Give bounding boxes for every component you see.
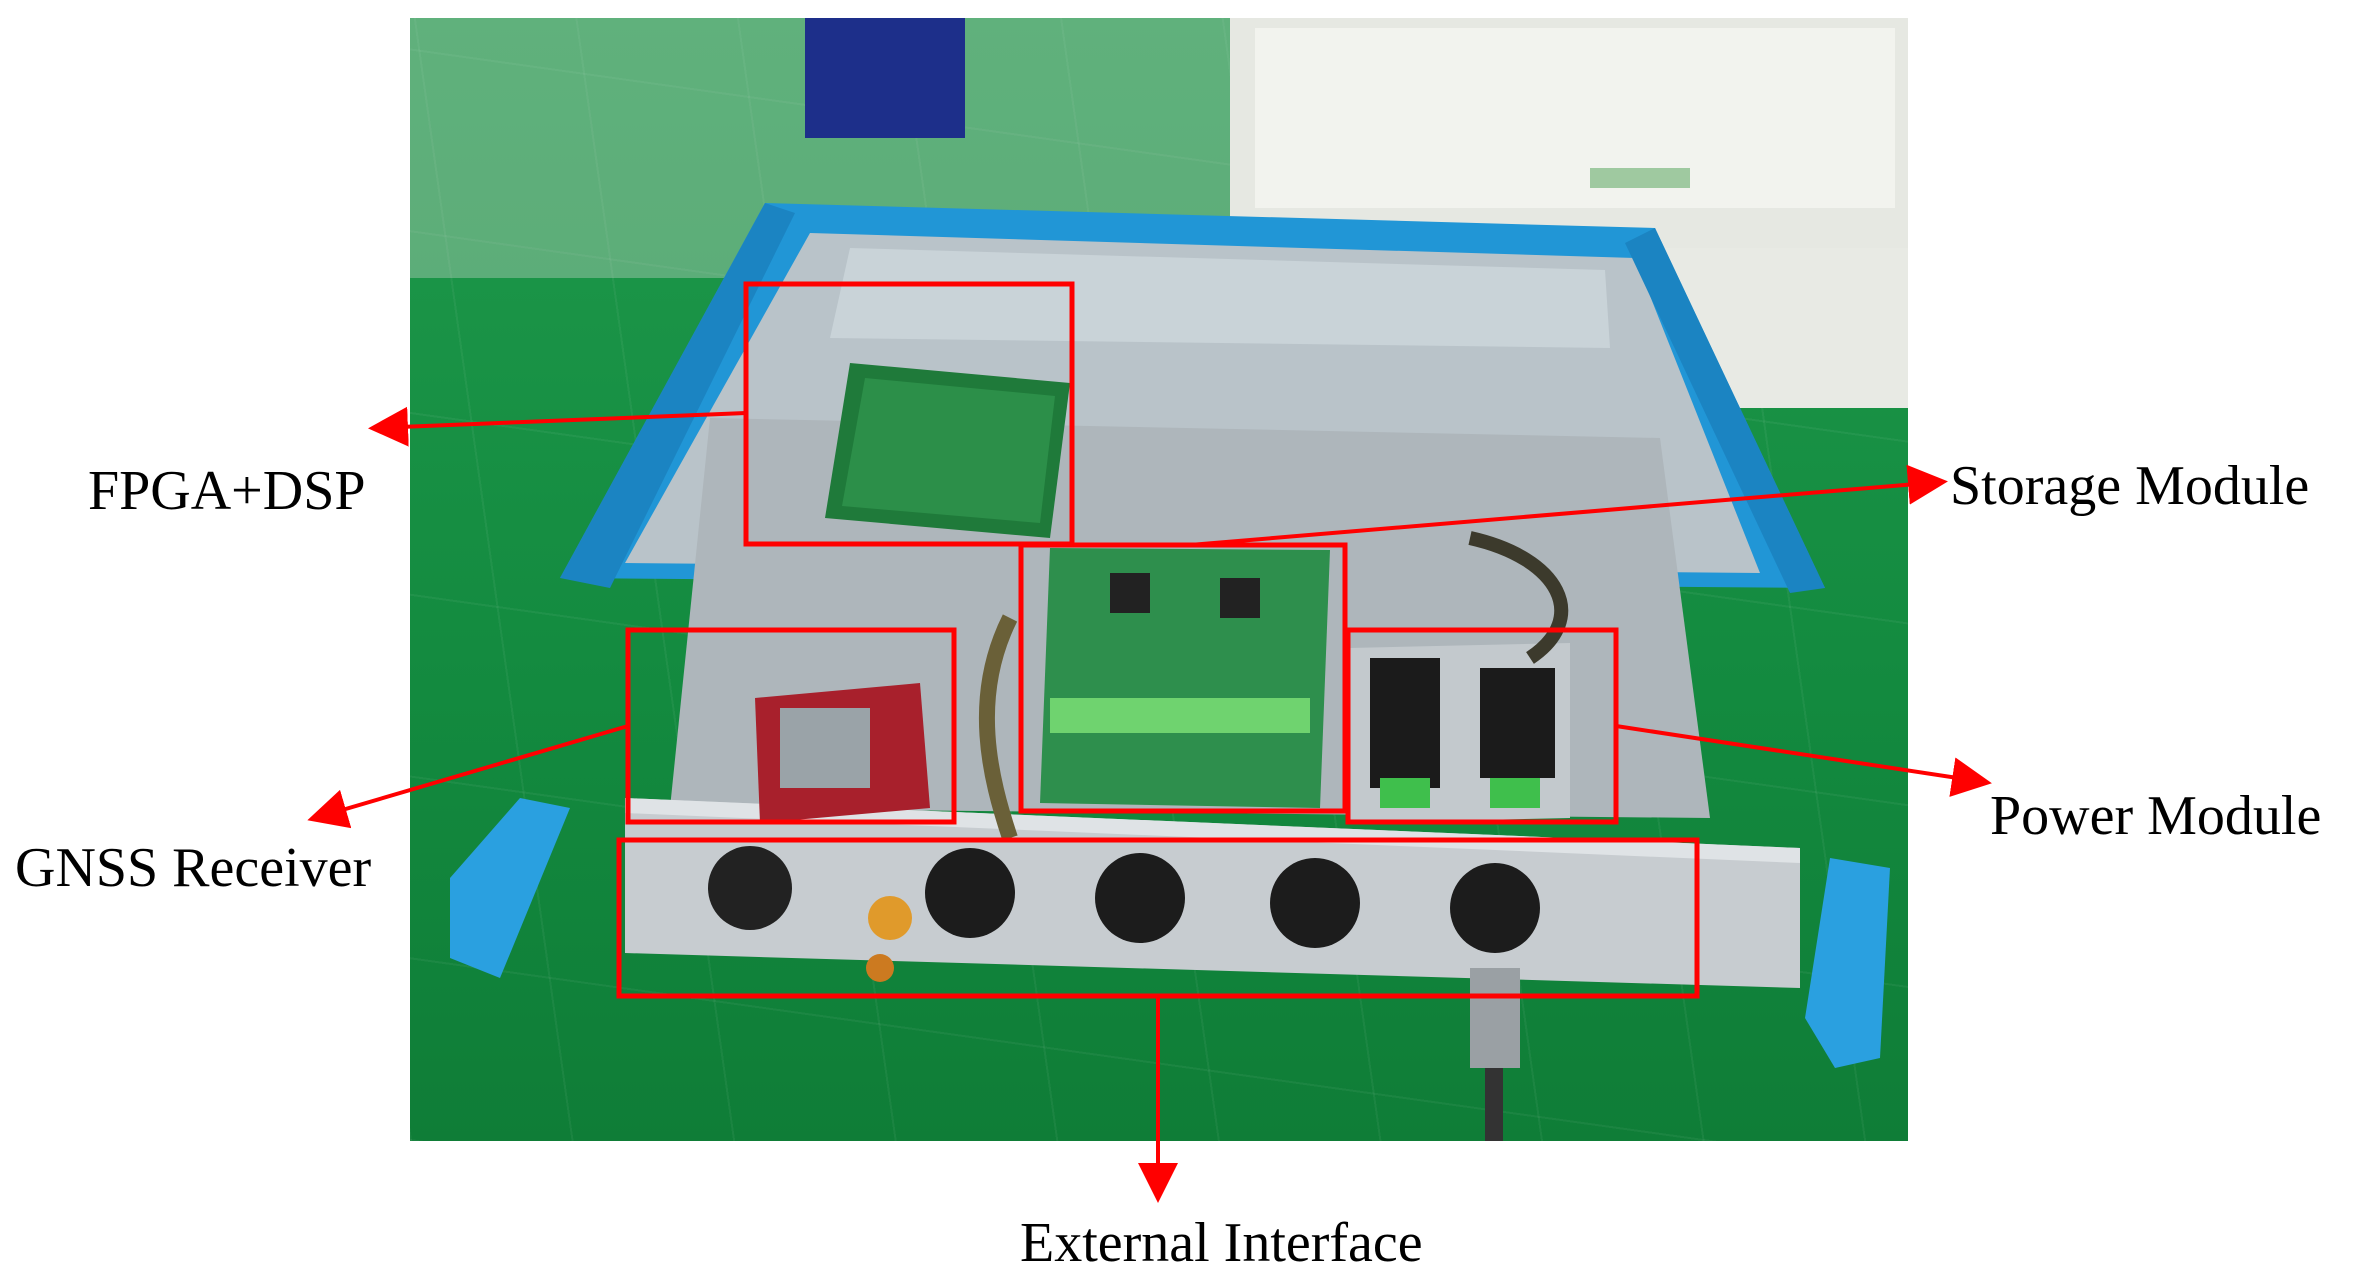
power-module-arrow (1615, 724, 1992, 797)
gnss-receiver-arrow (307, 724, 629, 829)
right-handle (1805, 858, 1890, 1068)
label-gnss-receiver: GNSS Receiver (15, 837, 372, 899)
external-interface-box (616, 837, 1700, 999)
fpga-dsp-box (743, 281, 1075, 547)
label-storage-module: Storage Module (1950, 455, 2310, 517)
power-module-box (1345, 627, 1619, 825)
label-fpga-dsp: FPGA+DSP (88, 460, 366, 522)
box-on-desk (805, 18, 965, 138)
left-handle (450, 798, 570, 978)
storage-module-arrow (1189, 464, 1948, 547)
fpga-dsp-arrow (368, 406, 747, 447)
label-external-interface: External Interface (1020, 1212, 1423, 1274)
gnss-receiver-box (625, 627, 957, 825)
enclosure-photo (410, 18, 1908, 1141)
label-power-module: Power Module (1990, 785, 2322, 847)
enclosure-illustration (410, 18, 1908, 1141)
storage-module-box (1018, 542, 1348, 814)
